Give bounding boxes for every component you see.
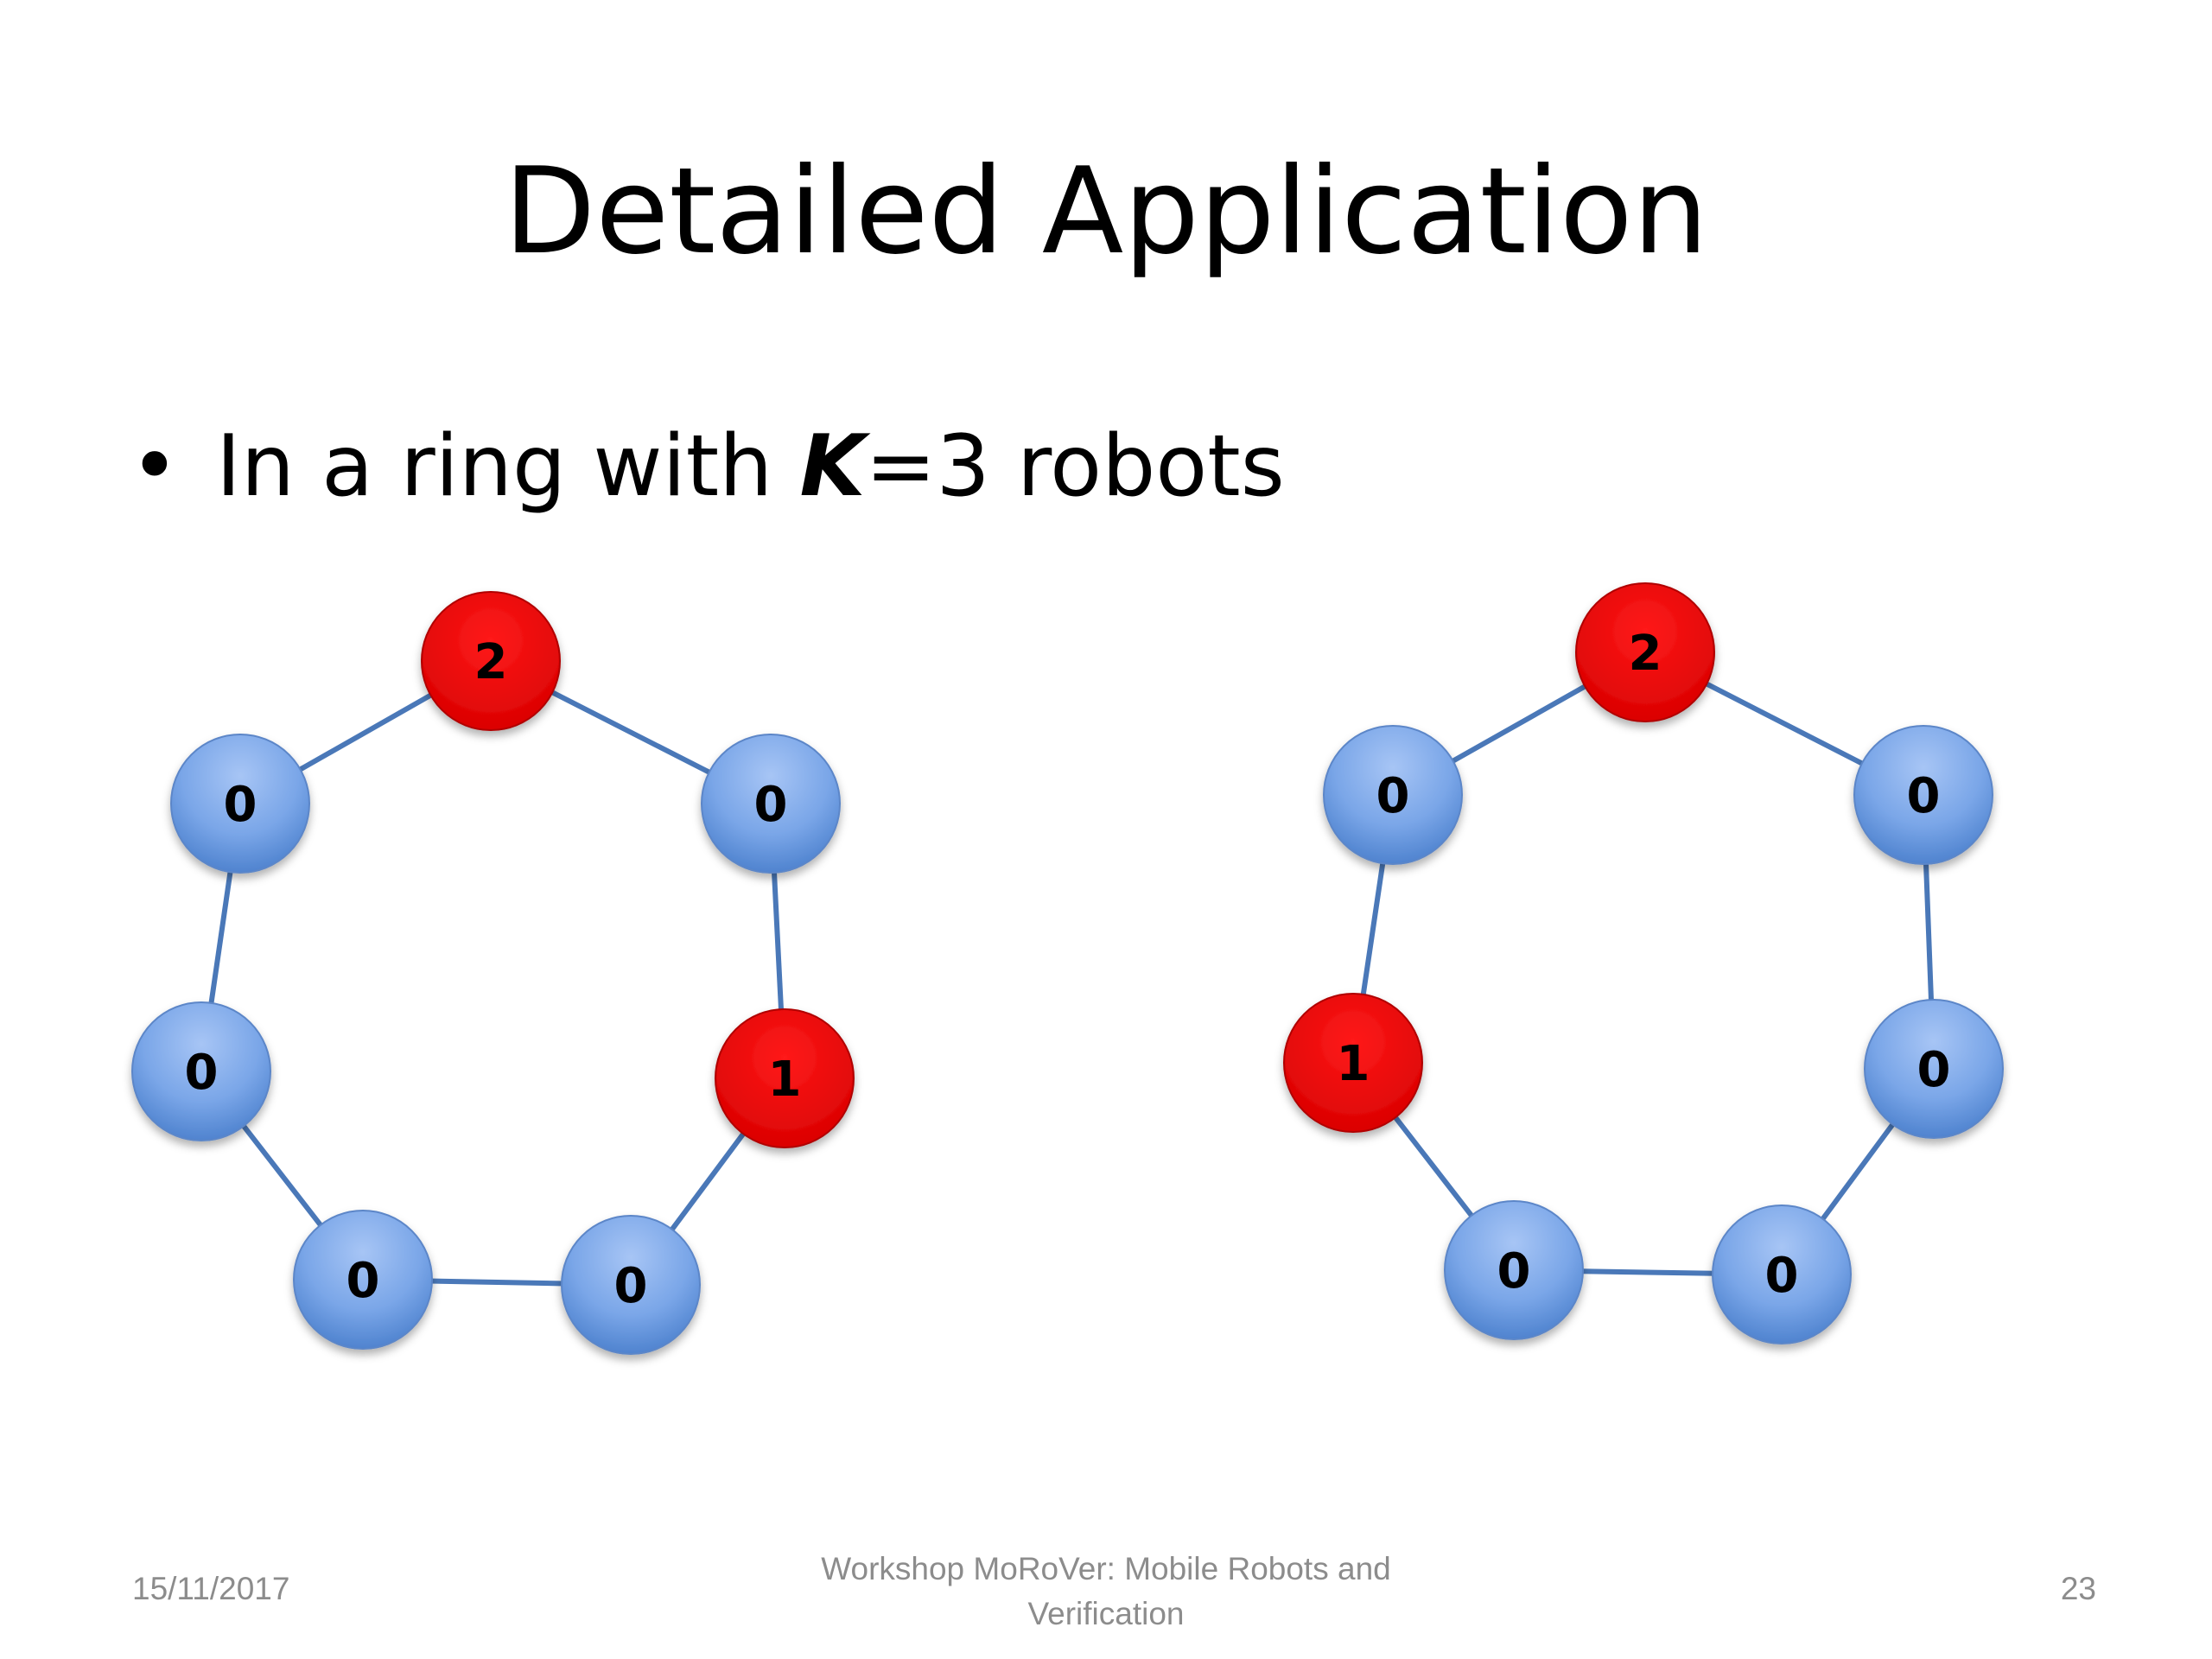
node-label: 0 — [754, 777, 788, 833]
page-number: 23 — [2060, 1571, 2096, 1606]
slide-title: Detailed Application — [504, 142, 1708, 281]
footer-event-line2: Verification — [1027, 1596, 1185, 1631]
bullet-symbol: • — [130, 417, 180, 516]
node-label: 0 — [346, 1253, 380, 1309]
robot-node: 2 — [1575, 582, 1715, 722]
bullet-suffix: =3 robots — [865, 417, 1285, 516]
node-circle — [293, 1210, 433, 1350]
bullet-prefix: In a ring with — [216, 417, 800, 516]
node-label: 1 — [768, 1052, 802, 1108]
node-circle — [1575, 582, 1715, 722]
empty-node: 0 — [170, 734, 310, 874]
empty-node: 0 — [1323, 725, 1463, 865]
empty-node: 0 — [1864, 999, 2004, 1139]
node-label: 0 — [185, 1045, 219, 1101]
node-label: 2 — [474, 634, 508, 690]
robot-node: 2 — [421, 591, 561, 731]
node-label: 0 — [614, 1258, 648, 1314]
node-label: 1 — [1337, 1036, 1370, 1092]
empty-node: 0 — [1712, 1205, 1852, 1344]
node-circle — [715, 1008, 855, 1148]
node-label: 0 — [1907, 768, 1941, 824]
bullet-variable: K — [799, 417, 866, 516]
empty-node: 0 — [1444, 1200, 1584, 1340]
node-circle — [421, 591, 561, 731]
footer-event: Workshop MoRoVer: Mobile Robots and Veri… — [760, 1547, 1452, 1637]
node-label: 0 — [1917, 1042, 1951, 1098]
node-circle — [1712, 1205, 1852, 1344]
footer-date: 15/11/2017 — [132, 1571, 290, 1606]
bullet-text: In a ring with K=3 robots — [216, 415, 1285, 518]
node-label: 2 — [1629, 626, 1662, 682]
empty-node: 0 — [561, 1215, 701, 1355]
ring-right: 2 0 0 0 0 1 0 — [1283, 582, 2004, 1344]
robot-node: 1 — [715, 1008, 855, 1148]
node-circle — [131, 1001, 271, 1141]
node-circle — [1853, 725, 1993, 865]
node-circle — [561, 1215, 701, 1355]
footer-event-line1: Workshop MoRoVer: Mobile Robots and — [821, 1551, 1391, 1586]
node-circle — [1444, 1200, 1584, 1340]
node-circle — [1323, 725, 1463, 865]
node-circle — [701, 734, 841, 874]
node-circle — [170, 734, 310, 874]
node-label: 0 — [1497, 1243, 1531, 1300]
node-circle — [1864, 999, 2004, 1139]
node-circle — [1283, 993, 1423, 1133]
empty-node: 0 — [131, 1001, 271, 1141]
node-label: 0 — [1765, 1248, 1799, 1304]
node-label: 0 — [1376, 768, 1410, 824]
empty-node: 0 — [1853, 725, 1993, 865]
node-label: 0 — [224, 777, 257, 833]
robot-node: 1 — [1283, 993, 1423, 1133]
empty-node: 0 — [701, 734, 841, 874]
ring-left: 2 0 1 0 0 0 0 — [131, 591, 855, 1355]
empty-node: 0 — [293, 1210, 433, 1350]
